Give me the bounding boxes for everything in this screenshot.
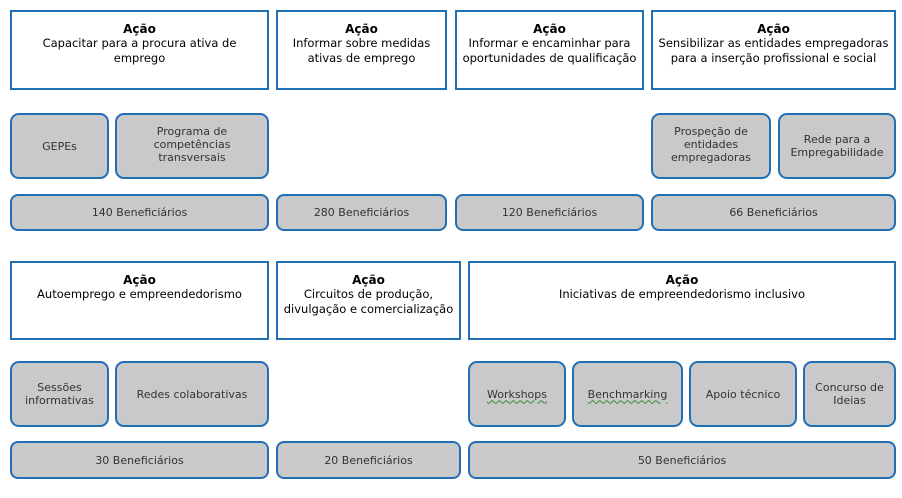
action-box-iniciativas: Ação Iniciativas de empreendedorismo inc… xyxy=(468,261,896,340)
item-programa-competencias: Programa de competências transversais xyxy=(115,113,269,179)
item-label: Redes colaborativas xyxy=(136,387,248,401)
item-prospecao: Prospeção de entidades empregadoras xyxy=(651,113,771,179)
item-rede-empregabilidade: Rede para a Empregabilidade xyxy=(778,113,896,179)
item-label: Apoio técnico xyxy=(705,387,781,401)
item-label: Rede para a Empregabilidade xyxy=(790,133,884,159)
item-gepes: GEPEs xyxy=(10,113,109,179)
item-benchmarking: Benchmarking xyxy=(572,361,683,427)
beneficiaries-280: 280 Beneficiários xyxy=(276,194,447,231)
beneficiaries-66: 66 Beneficiários xyxy=(651,194,896,231)
beneficiaries-20: 20 Beneficiários xyxy=(276,441,461,479)
action-box-autoemprego: Ação Autoemprego e empreendedorismo xyxy=(10,261,269,340)
beneficiaries-120: 120 Beneficiários xyxy=(455,194,644,231)
action-heading: Ação xyxy=(757,22,790,36)
item-workshops: Workshops xyxy=(468,361,566,427)
item-label: Prospeção de entidades empregadoras xyxy=(671,125,751,164)
beneficiaries-30: 30 Beneficiários xyxy=(10,441,269,479)
item-label: Workshops xyxy=(486,387,547,401)
action-heading: Ação xyxy=(665,273,699,287)
beneficiaries-50: 50 Beneficiários xyxy=(468,441,896,479)
beneficiaries-140: 140 Beneficiários xyxy=(10,194,269,231)
beneficiaries-label: 50 Beneficiários xyxy=(637,453,727,467)
action-text: Autoemprego e empreendedorismo xyxy=(37,287,242,301)
beneficiaries-label: 66 Beneficiários xyxy=(729,206,818,219)
action-text: Sensibilizar as entidades empregadoras p… xyxy=(658,36,889,65)
action-text: Informar sobre medidas ativas de emprego xyxy=(292,36,431,65)
item-redes-colaborativas: Redes colaborativas xyxy=(115,361,269,427)
action-heading: Ação xyxy=(352,273,385,287)
action-text: Informar e encaminhar para oportunidades… xyxy=(462,36,637,65)
action-text: Circuitos de produção, divulgação e come… xyxy=(283,287,454,316)
beneficiaries-label: 120 Beneficiários xyxy=(501,206,598,219)
action-heading: Ação xyxy=(533,22,566,36)
item-sessoes-informativas: Sessões informativas xyxy=(10,361,109,427)
action-box-capacitar: Ação Capacitar para a procura ativa de e… xyxy=(10,10,269,90)
item-label: Programa de competências transversais xyxy=(153,125,231,164)
action-box-informar-encaminhar: Ação Informar e encaminhar para oportuni… xyxy=(455,10,644,90)
action-heading: Ação xyxy=(123,22,156,36)
action-box-informar-medidas: Ação Informar sobre medidas ativas de em… xyxy=(276,10,447,90)
action-heading: Ação xyxy=(123,273,156,287)
action-heading: Ação xyxy=(345,22,378,36)
item-concurso-ideias: Concurso de Ideias xyxy=(803,361,896,427)
action-text: Capacitar para a procura ativa de empreg… xyxy=(42,36,237,65)
item-label: Sessões informativas xyxy=(25,381,94,407)
beneficiaries-label: 280 Beneficiários xyxy=(313,206,410,219)
item-label: GEPEs xyxy=(42,139,77,153)
beneficiaries-label: 20 Beneficiários xyxy=(324,453,413,467)
beneficiaries-label: 30 Beneficiários xyxy=(95,453,184,467)
action-box-circuitos: Ação Circuitos de produção, divulgação e… xyxy=(276,261,461,340)
item-label: Concurso de Ideias xyxy=(815,381,884,407)
action-text: Iniciativas de empreendedorismo inclusiv… xyxy=(558,287,805,301)
item-label: Benchmarking xyxy=(587,387,668,401)
beneficiaries-label: 140 Beneficiários xyxy=(91,206,188,219)
item-apoio-tecnico: Apoio técnico xyxy=(689,361,797,427)
action-box-sensibilizar: Ação Sensibilizar as entidades empregado… xyxy=(651,10,896,90)
